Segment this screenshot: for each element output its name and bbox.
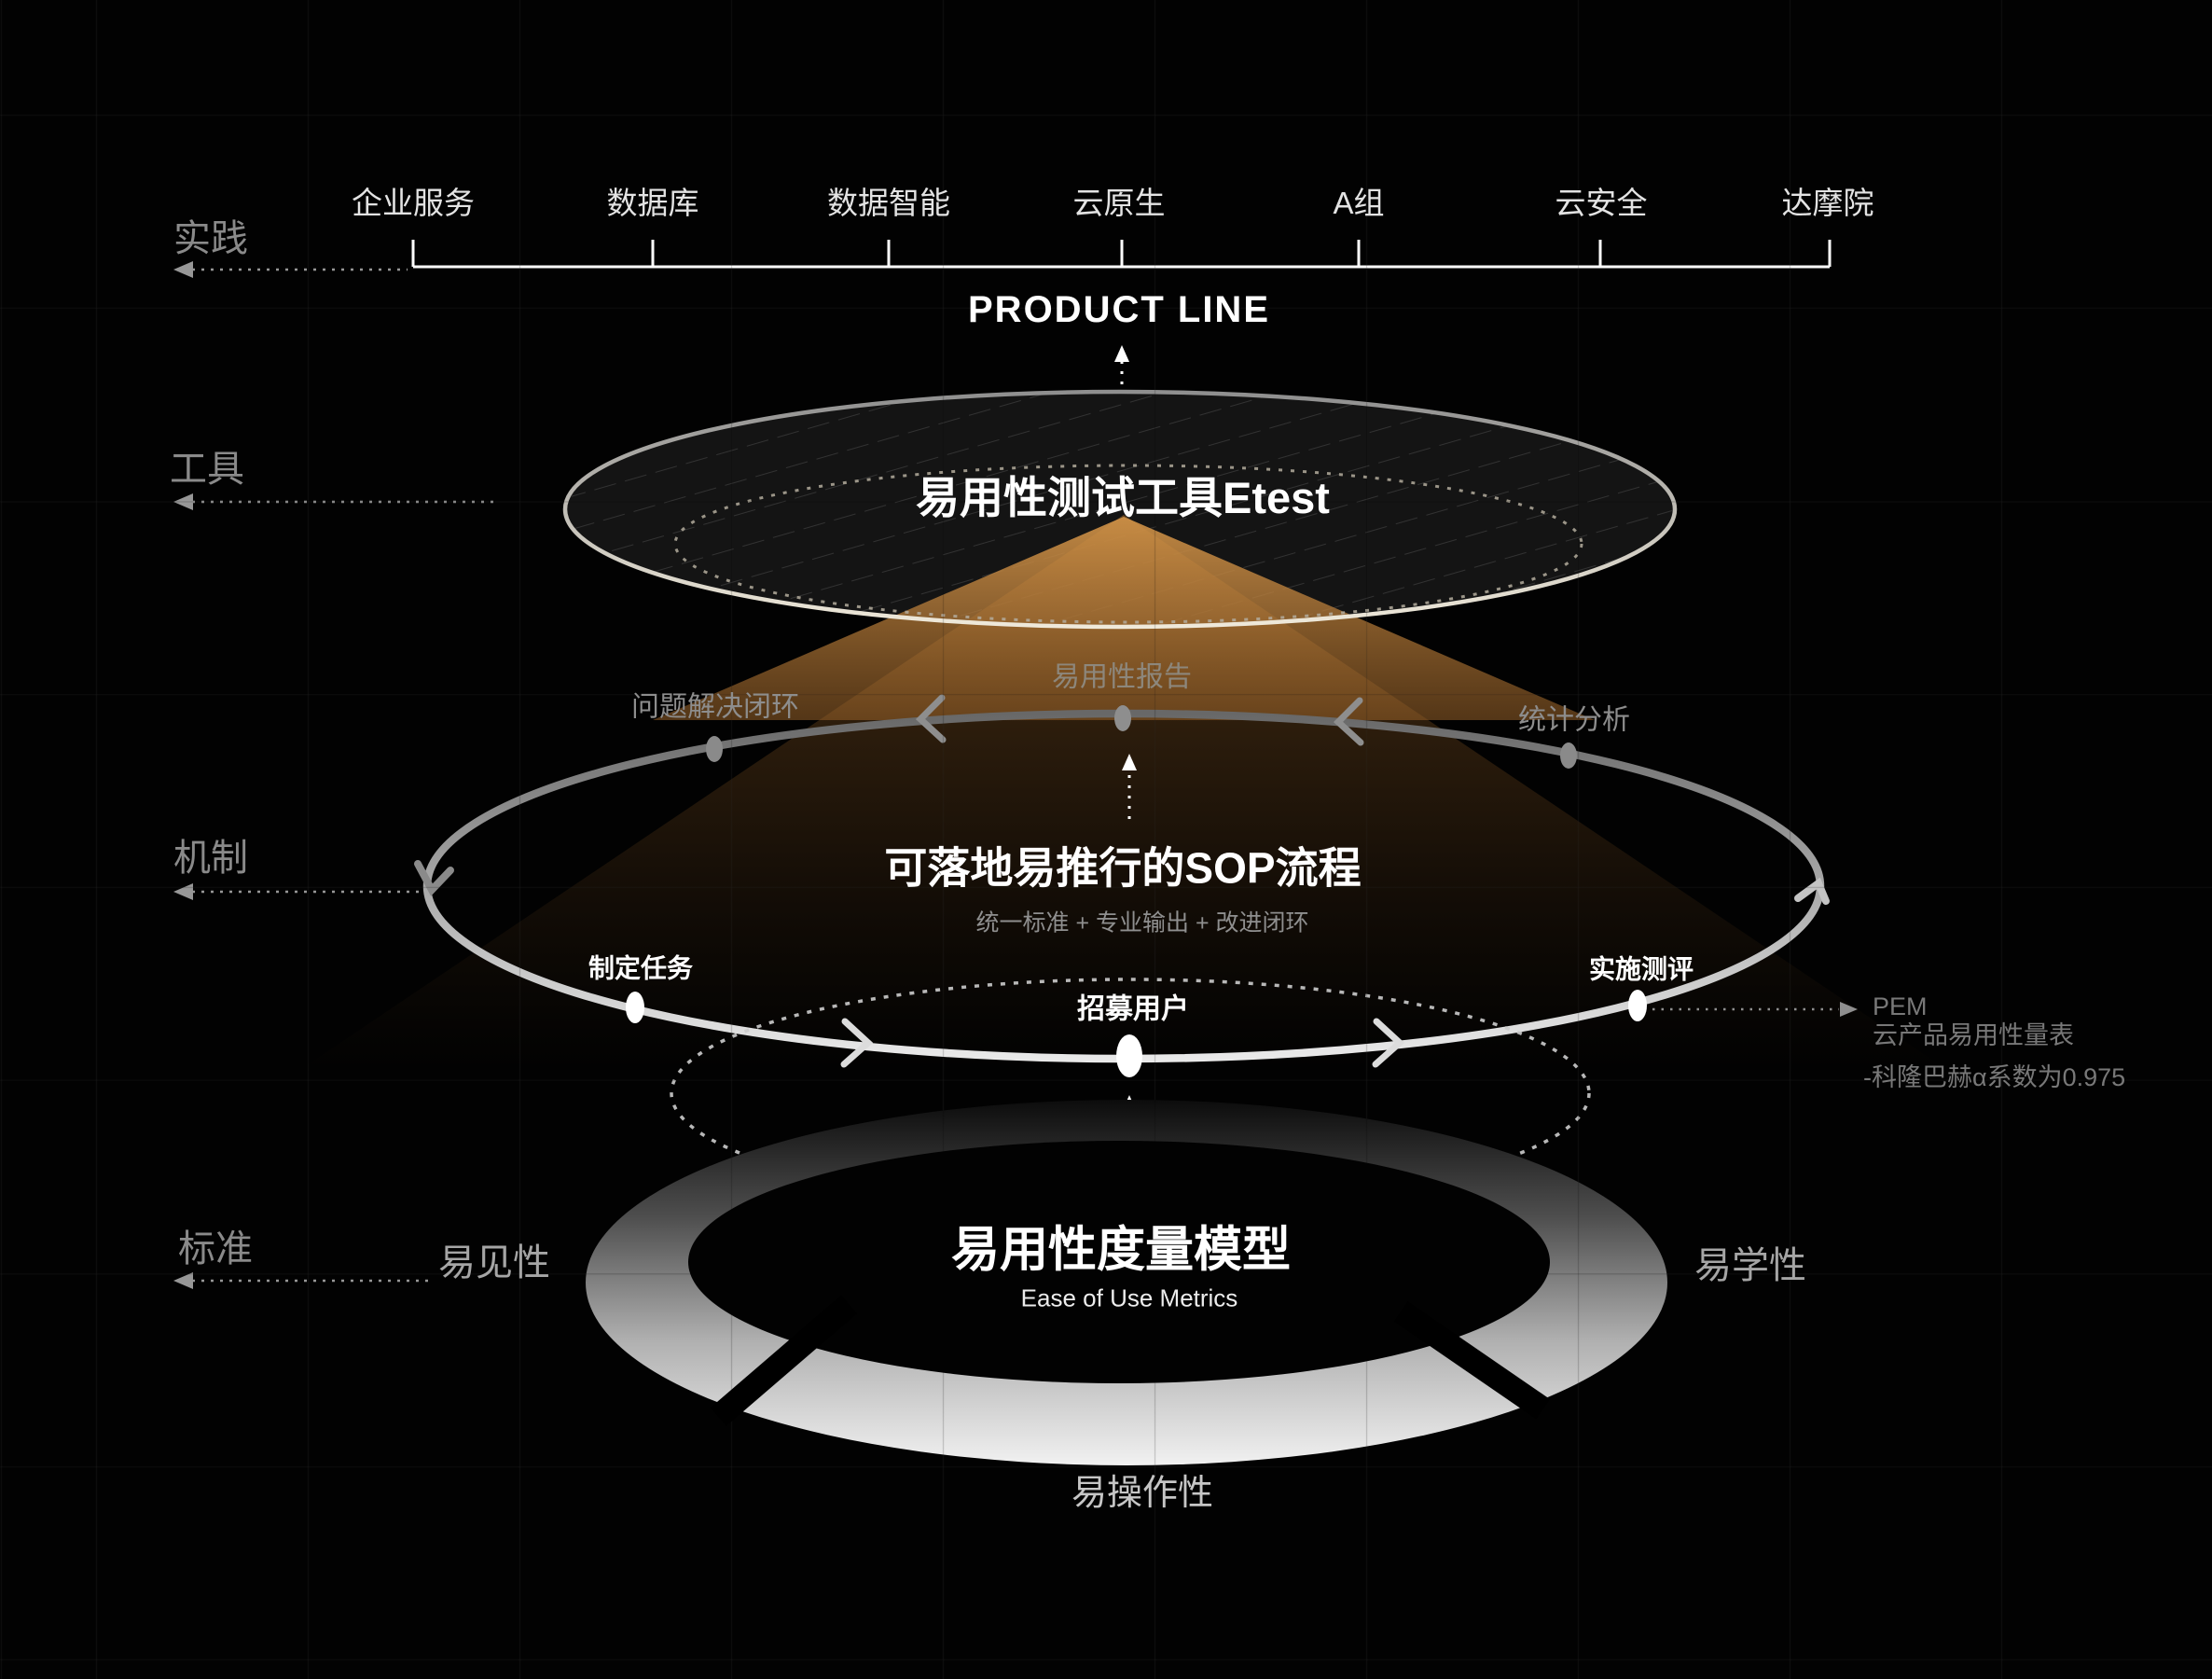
row-label-tool: 工具 — [170, 449, 244, 490]
product-line-title: PRODUCT LINE — [968, 289, 1270, 330]
node-tasks-dot — [626, 992, 644, 1023]
model-layer-title: 易用性度量模型 — [950, 1223, 1292, 1278]
connector-top-arrow-icon — [1114, 345, 1129, 362]
practice-row-arrow-icon — [173, 261, 193, 278]
product-line-item: 云安全 — [1555, 185, 1648, 220]
product-line-bracket — [411, 240, 1832, 269]
ring-divider-right — [1393, 1301, 1551, 1420]
node-stats-dot — [1560, 742, 1577, 769]
flow-arrow-up-icon — [1794, 877, 1830, 905]
tool-ellipse-outline — [562, 389, 1678, 630]
node-problem-loop-dot — [706, 736, 723, 762]
tool-layer-graphic — [275, 389, 1972, 1087]
tool-ellipse-inner-dashed — [673, 464, 1583, 624]
flow-arrow-left-icon — [915, 694, 947, 743]
flow-arrow-left-icon — [1333, 697, 1364, 746]
flow-arrow-right-icon — [1372, 1018, 1405, 1068]
pem-note-title: PEM — [1873, 992, 1928, 1021]
tool-row-arrow-icon — [173, 493, 193, 510]
ring-divider-left — [710, 1295, 857, 1426]
sop-node-label-tasks: 制定任务 — [588, 953, 694, 983]
row-label-standard: 标准 — [178, 1228, 253, 1270]
product-line-item: 数据库 — [606, 185, 699, 220]
sop-node-label-evaluate: 实施测评 — [1588, 954, 1694, 984]
pem-arrow-icon — [1840, 1002, 1858, 1017]
model-ring-hole — [688, 1141, 1550, 1383]
flow-arrow-right-icon — [840, 1018, 874, 1068]
sop-node-label-stats: 统计分析 — [1518, 704, 1630, 736]
product-line-item: 企业服务 — [352, 185, 475, 220]
sop-inner-dashed-orbit — [670, 978, 1591, 1209]
sop-node-label-recruit: 招募用户 — [1077, 993, 1189, 1025]
model-layer-subtitle: Ease of Use Metrics — [1020, 1284, 1238, 1312]
node-report-dot — [1114, 705, 1131, 731]
pem-note-scale: 云产品易用性量表 — [1873, 1021, 2074, 1050]
row-label-practice: 实践 — [173, 218, 248, 259]
node-recruit-dot — [1116, 1034, 1142, 1077]
product-line-item: 云原生 — [1072, 185, 1166, 220]
standard-row-arrow-icon — [173, 1272, 193, 1289]
model-label-visibility: 易见性 — [438, 1242, 550, 1284]
tool-layer-title: 易用性测试工具Etest — [916, 473, 1330, 523]
model-label-operability: 易操作性 — [1071, 1474, 1214, 1514]
light-beam-outer — [275, 515, 1972, 1087]
row-guides — [173, 261, 499, 1289]
model-label-learnability: 易学性 — [1694, 1245, 1806, 1286]
mechanism-row-arrow-icon — [173, 883, 193, 900]
product-line-item: 数据智能 — [827, 185, 950, 220]
row-label-mechanism: 机制 — [173, 838, 248, 879]
connector-middle-arrow-icon — [1122, 754, 1137, 770]
sop-layer-subtitle: 统一标准 + 专业输出 + 改进闭环 — [975, 909, 1309, 937]
sop-flow-arrows — [414, 694, 1830, 1068]
node-evaluate-dot — [1628, 990, 1647, 1021]
model-ring-dividers — [710, 1295, 1551, 1426]
product-line-item: 达摩院 — [1781, 185, 1874, 220]
sop-layer-title: 可落地易推行的SOP流程 — [884, 843, 1362, 893]
product-line-item: A组 — [1333, 185, 1385, 220]
pem-note-alpha: -科隆巴赫α系数为0.975 — [1863, 1063, 2126, 1092]
sop-ring-graphic — [414, 694, 1858, 1209]
flow-arrow-down-icon — [414, 860, 454, 896]
sop-node-label-report: 易用性报告 — [1052, 661, 1192, 693]
sop-node-label-problem-loop: 问题解决闭环 — [631, 691, 799, 723]
model-ring-graphic — [586, 1100, 1667, 1465]
light-beam-core — [653, 517, 1595, 720]
